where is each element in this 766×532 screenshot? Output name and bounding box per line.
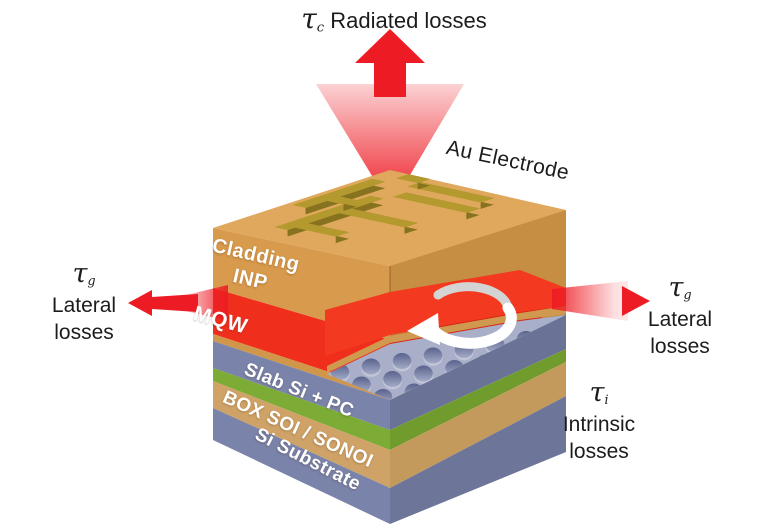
circular-arrow-front-arc (426, 302, 517, 349)
electrode-bar-top (292, 178, 386, 208)
lateral-loss-arrow-left (128, 285, 228, 321)
left-arrow-icon (128, 290, 198, 316)
lateral-right-fade-cone (552, 281, 628, 321)
up-arrow-icon (355, 29, 425, 97)
intrinsic-losses-label: τi Intrinsic losses (562, 377, 636, 464)
electrode-bar-top (326, 196, 357, 205)
electrode-bar-top (407, 182, 494, 203)
photonic-crystal-hole (423, 347, 443, 364)
cladding-cut-wall (390, 210, 566, 292)
bond-layer-left (213, 334, 390, 400)
photonic-crystal-hole (383, 371, 402, 387)
slab-layer-left (213, 341, 390, 430)
photonic-crystal-hole (392, 353, 412, 369)
photonic-crystal-hole (373, 389, 393, 400)
lateral-losses-right-label: τg Lateral losses (647, 272, 713, 359)
radiated-losses-arrow (316, 29, 464, 207)
electrode-bar-top (392, 192, 480, 213)
circulating-mode-arrow (407, 282, 517, 349)
circular-arrow-back-arc (433, 282, 513, 313)
lateral-loss-arrow-right (552, 281, 650, 321)
oxide-layer-right (390, 349, 566, 450)
au-electrode-pattern (274, 174, 494, 244)
left-face-layers (213, 228, 390, 524)
bond-exposed-edge (327, 306, 566, 373)
slab-layer-right (390, 314, 566, 430)
substrate-layer-left (213, 408, 390, 524)
box-layer-left (213, 381, 390, 488)
radiated-fade-cone (316, 84, 464, 207)
substrate-layer-right (390, 396, 566, 524)
lateral-losses-left-label: τg Lateral losses (51, 258, 117, 345)
tau-symbol: τ (301, 2, 317, 35)
electrode-bar-top (338, 208, 418, 228)
box-layer-right (390, 362, 566, 488)
electrode-bar-top (395, 174, 431, 184)
right-arrow-icon (622, 286, 650, 316)
mqw-exposed-top (325, 270, 566, 356)
electrode-bar-side (305, 178, 386, 215)
electrode-bar-top (274, 195, 384, 230)
circular-arrow-head (407, 313, 440, 345)
electrode-bar-top (294, 223, 350, 237)
photonic-crystal-hole (361, 358, 381, 375)
oxide-layer-left (213, 368, 390, 450)
photonic-crystal-hole (414, 365, 433, 382)
radiated-losses-label: τc Radiated losses (301, 2, 487, 36)
